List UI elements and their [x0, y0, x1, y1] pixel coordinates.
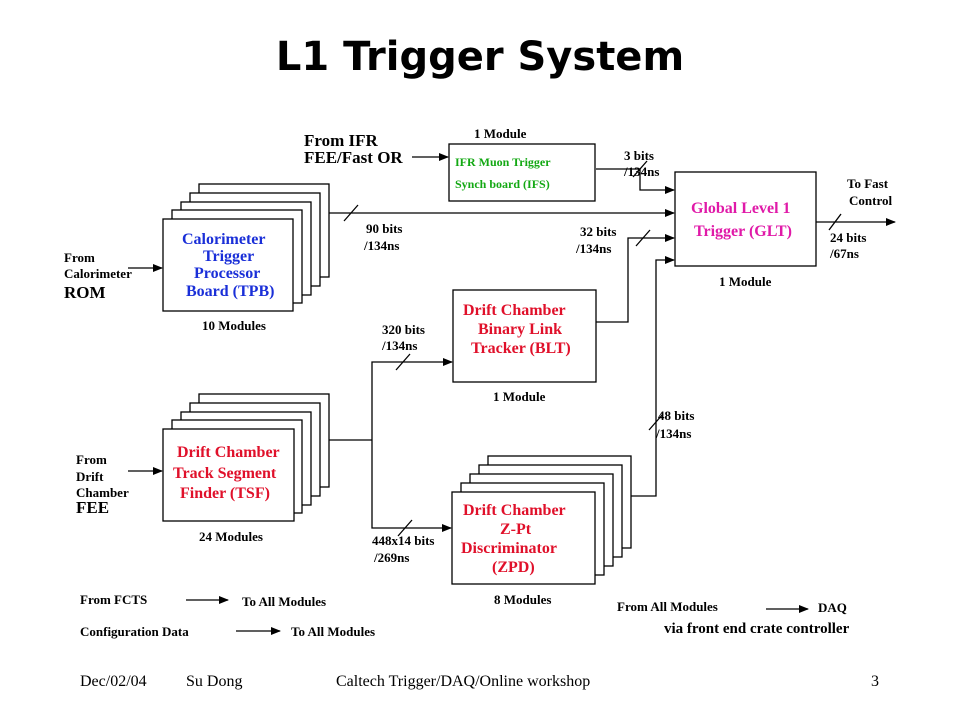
tpb-line-1: Calorimeter — [182, 231, 266, 248]
legend-daq-from: From All Modules — [617, 599, 718, 614]
zpd-count: 8 Modules — [494, 592, 551, 607]
legend-config-from: Configuration Data — [80, 624, 189, 639]
legend-fcts-from: From FCTS — [80, 592, 147, 607]
tsf-count: 24 Modules — [199, 529, 263, 544]
zpd-line-1: Drift Chamber — [463, 502, 566, 519]
calorimeter-rom-label: ROM — [64, 283, 106, 302]
tsf-line-2: Track Segment — [173, 465, 277, 482]
ifs-count: 1 Module — [474, 126, 527, 141]
link-glt-out-bits: 24 bits — [830, 230, 866, 245]
tpb-count: 10 Modules — [202, 318, 266, 333]
output-label-1: To Fast — [847, 176, 889, 191]
link-blt-glt: 32 bits /134ns — [575, 224, 675, 323]
link-tsf-zpd-bits: 448x14 bits — [372, 533, 434, 548]
legend-fcts-to: To All Modules — [242, 594, 326, 609]
link-ifs-glt-rate: /134ns — [623, 164, 659, 179]
footer-page: 3 — [871, 673, 879, 690]
ifs-line-1: IFR Muon Trigger — [455, 155, 551, 169]
tpb-line-4: Board (TPB) — [186, 283, 274, 300]
link-blt-glt-rate: /134ns — [575, 241, 611, 256]
footer-author: Su Dong — [186, 673, 242, 690]
link-tsf-zpd: 448x14 bits /269ns — [371, 440, 452, 565]
footer-event: Caltech Trigger/DAQ/Online workshop — [336, 673, 590, 690]
legend: From FCTS To All Modules Configuration D… — [80, 592, 850, 639]
link-tsf-blt: 320 bits /134ns — [329, 322, 453, 441]
link-zpd-glt-rate: /134ns — [655, 426, 691, 441]
link-tpb-glt-bits: 90 bits — [366, 221, 402, 236]
link-tsf-zpd-rate: /269ns — [373, 550, 409, 565]
output-label-2: Control — [849, 193, 892, 208]
link-tpb-glt-rate: /134ns — [363, 238, 399, 253]
zpd-module-stack: Drift Chamber Z-Pt Discriminator (ZPD) 8… — [451, 455, 632, 607]
link-tsf-blt-bits: 320 bits — [382, 322, 425, 337]
glt-line-2: Trigger (GLT) — [694, 223, 792, 240]
blt-count: 1 Module — [493, 389, 546, 404]
tsf-module-stack: Drift Chamber Track Segment Finder (TSF)… — [162, 393, 330, 544]
footer-date: Dec/02/04 — [80, 673, 147, 690]
legend-daq-via: via front end crate controller — [664, 621, 850, 637]
footer: Dec/02/04 Su Dong Caltech Trigger/DAQ/On… — [80, 673, 879, 690]
drift-input-label-3: Chamber — [76, 485, 129, 500]
tpb-line-2: Trigger — [203, 248, 254, 265]
glt-output: To Fast Control 24 bits /67ns — [816, 176, 896, 261]
drift-fee-label: FEE — [76, 498, 109, 517]
drift-input-label-2: Drift — [76, 469, 104, 484]
link-zpd-glt: 48 bits /134ns — [631, 256, 694, 497]
zpd-line-3: Discriminator — [461, 540, 557, 557]
ifs-line-2: Synch board (IFS) — [455, 177, 550, 191]
link-glt-out-rate: /67ns — [829, 246, 859, 261]
page-title: L1 Trigger System — [275, 34, 685, 80]
blt-module: Drift Chamber Binary Link Tracker (BLT) … — [452, 289, 597, 404]
blt-line-1: Drift Chamber — [463, 302, 566, 319]
legend-config-to: To All Modules — [291, 624, 375, 639]
blt-line-3: Tracker (BLT) — [471, 340, 571, 357]
calorimeter-input-label-1: From — [64, 250, 95, 265]
link-tsf-blt-rate: /134ns — [381, 338, 417, 353]
link-ifs-glt: 3 bits /134ns — [596, 148, 675, 194]
ifr-input-label-1: From IFR — [304, 131, 379, 150]
link-tpb-glt: 90 bits /134ns — [329, 204, 675, 253]
blt-line-2: Binary Link — [478, 321, 562, 338]
drift-input-label-1: From — [76, 452, 107, 467]
legend-daq-to: DAQ — [818, 600, 847, 615]
tsf-line-1: Drift Chamber — [177, 444, 280, 461]
tsf-line-3: Finder (TSF) — [180, 485, 270, 502]
link-zpd-glt-bits: 48 bits — [658, 408, 694, 423]
link-blt-glt-bits: 32 bits — [580, 224, 616, 239]
glt-line-1: Global Level 1 — [691, 200, 791, 217]
tpb-line-3: Processor — [194, 265, 260, 282]
zpd-line-4: (ZPD) — [492, 559, 535, 576]
link-ifs-glt-bits: 3 bits — [624, 148, 654, 163]
zpd-line-2: Z-Pt — [500, 521, 532, 538]
calorimeter-input-label-2: Calorimeter — [64, 266, 132, 281]
ifr-input-label-2: FEE/Fast OR — [304, 148, 403, 167]
glt-module: Global Level 1 Trigger (GLT) 1 Module — [674, 171, 817, 289]
ifs-module: 1 Module IFR Muon Trigger Synch board (I… — [448, 126, 596, 202]
tpb-module-stack: Calorimeter Trigger Processor Board (TPB… — [162, 183, 330, 333]
glt-count: 1 Module — [719, 274, 772, 289]
